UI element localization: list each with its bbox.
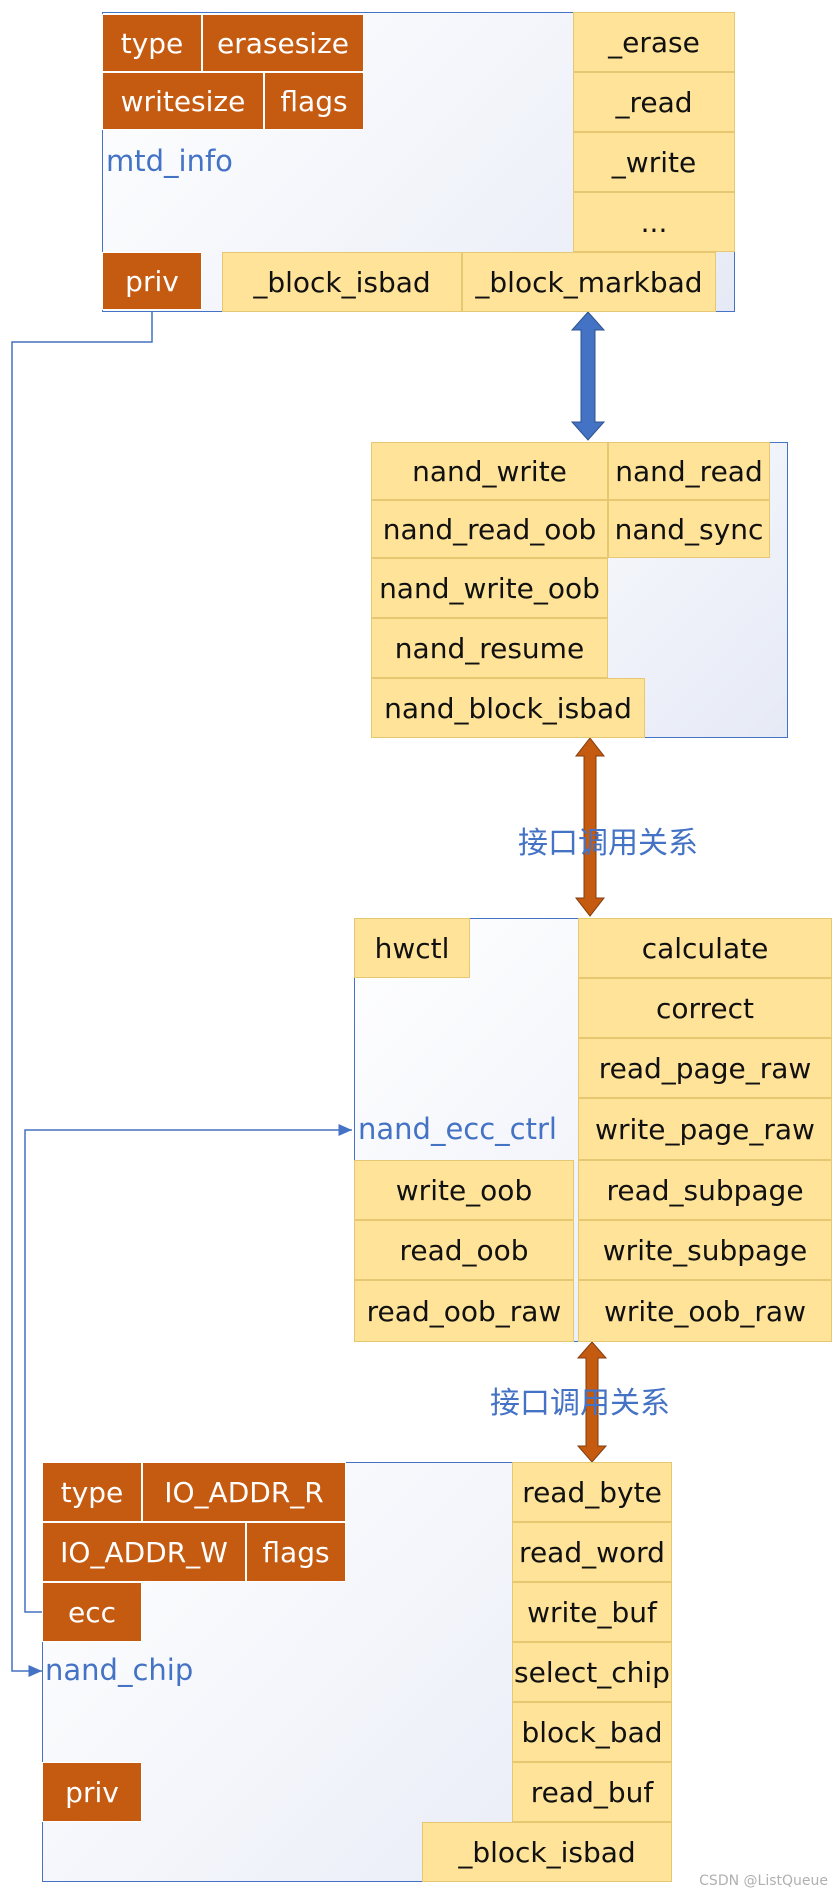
relation-label-2: 接口调用关系 xyxy=(490,1386,670,1421)
mtd-op-read: _read xyxy=(573,72,735,132)
mtd-op-erase: _erase xyxy=(573,12,735,72)
chip-op-read-byte: read_byte xyxy=(512,1462,672,1522)
nand-op-write: nand_write xyxy=(371,442,608,500)
mtd-field-priv: priv xyxy=(102,252,202,310)
ecc-op-write-oob: write_oob xyxy=(354,1160,574,1220)
ecc-op-read-oob-raw: read_oob_raw xyxy=(354,1280,574,1342)
chip-op-read-buf: read_buf xyxy=(512,1762,672,1822)
chip-op-read-word: read_word xyxy=(512,1522,672,1582)
ecc-to-ecc-ctrl-connector xyxy=(24,1124,352,1613)
mtd-field-erasesize: erasesize xyxy=(202,14,364,72)
nand-op-sync: nand_sync xyxy=(608,500,770,558)
mtd-info-label: mtd_info xyxy=(106,144,233,178)
chip-field-ecc: ecc xyxy=(42,1582,142,1642)
ecc-op-read-page-raw: read_page_raw xyxy=(578,1038,832,1098)
ecc-op-write-page-raw: write_page_raw xyxy=(578,1098,832,1160)
blue-double-arrow xyxy=(570,311,606,441)
nand-op-read: nand_read xyxy=(608,442,770,500)
ecc-op-calculate: calculate xyxy=(578,918,832,978)
chip-op-block-isbad: _block_isbad xyxy=(422,1822,672,1882)
nand-ecc-ctrl-label: nand_ecc_ctrl xyxy=(358,1112,557,1146)
chip-field-io-addr-r: IO_ADDR_R xyxy=(142,1462,346,1522)
chip-field-io-addr-w: IO_ADDR_W xyxy=(42,1522,246,1582)
ecc-op-read-oob: read_oob xyxy=(354,1220,574,1280)
mtd-op-write: _write xyxy=(573,132,735,192)
nand-chip-label: nand_chip xyxy=(45,1653,194,1687)
chip-field-type: type xyxy=(42,1462,142,1522)
mtd-op-more: ... xyxy=(573,192,735,252)
ecc-op-hwctl: hwctl xyxy=(354,918,470,978)
mtd-field-writesize: writesize xyxy=(102,72,264,130)
ecc-op-write-oob-raw: write_oob_raw xyxy=(578,1280,832,1342)
chip-op-block-bad: block_bad xyxy=(512,1702,672,1762)
mtd-op-block-markbad: _block_markbad xyxy=(462,252,716,312)
ecc-op-write-subpage: write_subpage xyxy=(578,1220,832,1280)
ecc-op-read-subpage: read_subpage xyxy=(578,1160,832,1220)
chip-op-select-chip: select_chip xyxy=(512,1642,672,1702)
nand-op-resume: nand_resume xyxy=(371,618,608,678)
priv-to-nand-chip-connector xyxy=(11,310,153,1677)
mtd-field-flags: flags xyxy=(264,72,364,130)
watermark: CSDN @ListQueue xyxy=(699,1873,828,1889)
relation-label-1: 接口调用关系 xyxy=(518,826,698,861)
nand-op-block-isbad: nand_block_isbad xyxy=(371,678,645,738)
chip-field-flags: flags xyxy=(246,1522,346,1582)
chip-field-priv: priv xyxy=(42,1762,142,1822)
mtd-op-block-isbad: _block_isbad xyxy=(222,252,462,312)
chip-op-write-buf: write_buf xyxy=(512,1582,672,1642)
nand-op-read-oob: nand_read_oob xyxy=(371,500,608,558)
orange-double-arrow-1 xyxy=(574,737,606,917)
ecc-op-correct: correct xyxy=(578,978,832,1038)
nand-op-write-oob: nand_write_oob xyxy=(371,558,608,618)
mtd-field-type: type xyxy=(102,14,202,72)
